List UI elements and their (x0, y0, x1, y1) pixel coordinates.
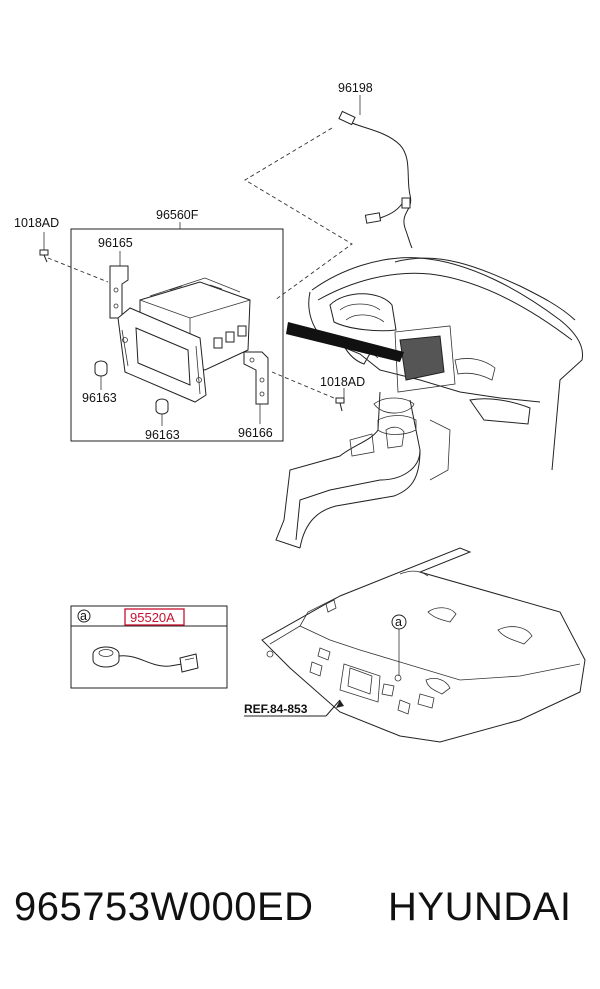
footer-brand: HYUNDAI (388, 885, 572, 929)
footer: 965753W000ED HYUNDAI (0, 885, 600, 945)
detail-marker-circle (77, 609, 91, 623)
pointer-arrow (286, 322, 404, 362)
callout-1018AD-left: 1018AD (14, 216, 59, 230)
bolt-left-icon (39, 249, 49, 263)
headliner-marker: a (395, 615, 402, 629)
callout-96163-bottom: 96163 (145, 428, 180, 442)
dashboard-drawing (275, 257, 584, 549)
callout-96163-left: 96163 (82, 391, 117, 405)
bolt-right-icon (335, 397, 345, 412)
antenna-cable-drawing (338, 95, 413, 249)
bracket-right-drawing (243, 351, 269, 405)
footer-part-number: 965753W000ED (14, 885, 314, 929)
detail-marker: a (80, 609, 87, 623)
detail-box (70, 605, 228, 689)
headliner-drawing (261, 547, 586, 743)
callout-96166: 96166 (238, 426, 273, 440)
part-highlight-box (124, 608, 185, 626)
unit-box (70, 228, 284, 442)
ref-label: REF.84-853 (244, 702, 308, 716)
callout-96165: 96165 (98, 236, 133, 250)
microphone-drawing (92, 646, 199, 673)
head-unit-drawing (117, 277, 251, 403)
bush-bottom-drawing (155, 398, 169, 415)
bracket-left-drawing (109, 265, 129, 319)
callout-96560F: 96560F (156, 208, 199, 222)
bush-left-drawing (94, 360, 108, 377)
detail-part-number: 95520A (130, 610, 175, 625)
callout-1018AD-right: 1018AD (320, 375, 365, 389)
callout-96198: 96198 (338, 81, 373, 95)
